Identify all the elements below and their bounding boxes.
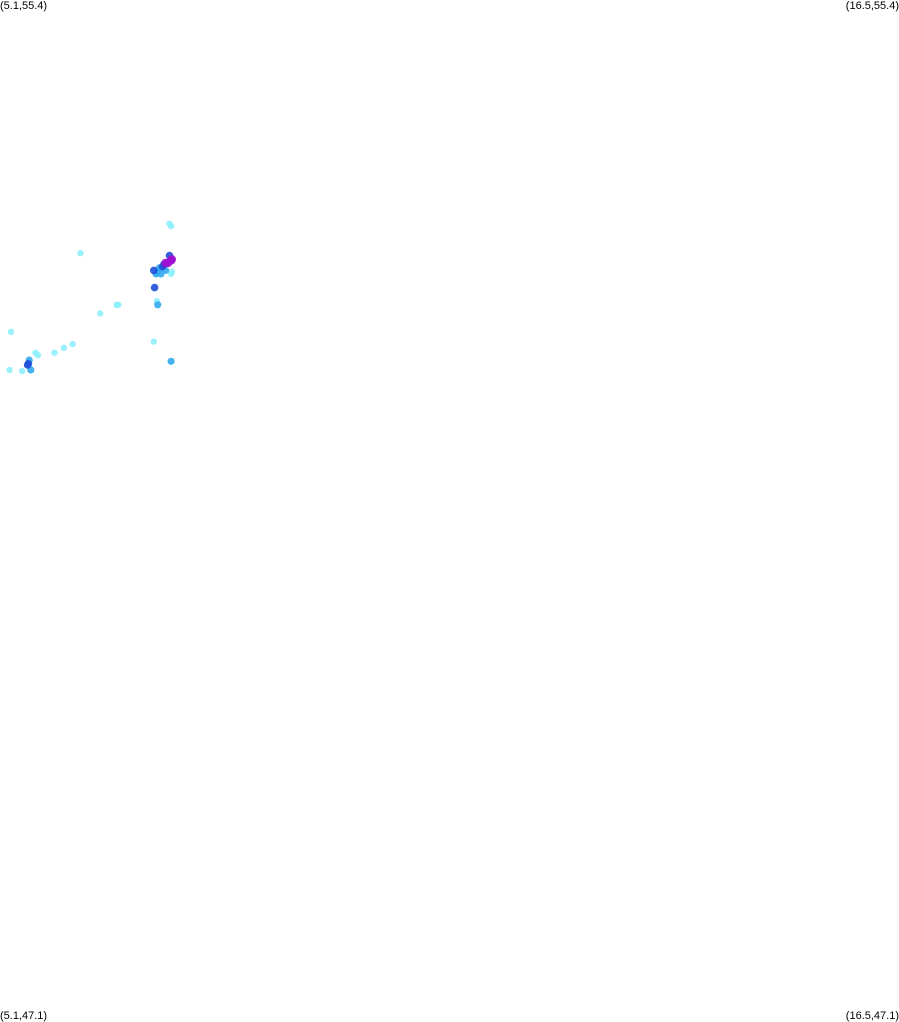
density-point (6, 366, 13, 374)
density-point (167, 222, 175, 230)
density-point (115, 301, 122, 308)
corner-label-bottom-left: (5.1,47.1) (0, 1010, 48, 1022)
density-point (150, 338, 157, 345)
corner-label-bottom-right: (16.5,47.1) (845, 1010, 899, 1022)
density-point (77, 250, 84, 257)
corner-label-top-left: (5.1,55.4) (0, 0, 48, 12)
density-point (150, 283, 159, 292)
density-point (51, 349, 58, 356)
density-point (60, 344, 68, 351)
density-point (97, 310, 104, 317)
density-point (7, 328, 15, 335)
density-point (23, 361, 32, 369)
density-point (161, 258, 170, 268)
density-point (18, 367, 26, 375)
density-point (154, 301, 162, 309)
density-point (167, 357, 175, 365)
density-point (150, 266, 158, 275)
density-point (168, 268, 176, 275)
density-point (69, 340, 76, 348)
density-point (32, 349, 39, 356)
corner-label-top-right: (16.5,55.4) (845, 0, 899, 12)
